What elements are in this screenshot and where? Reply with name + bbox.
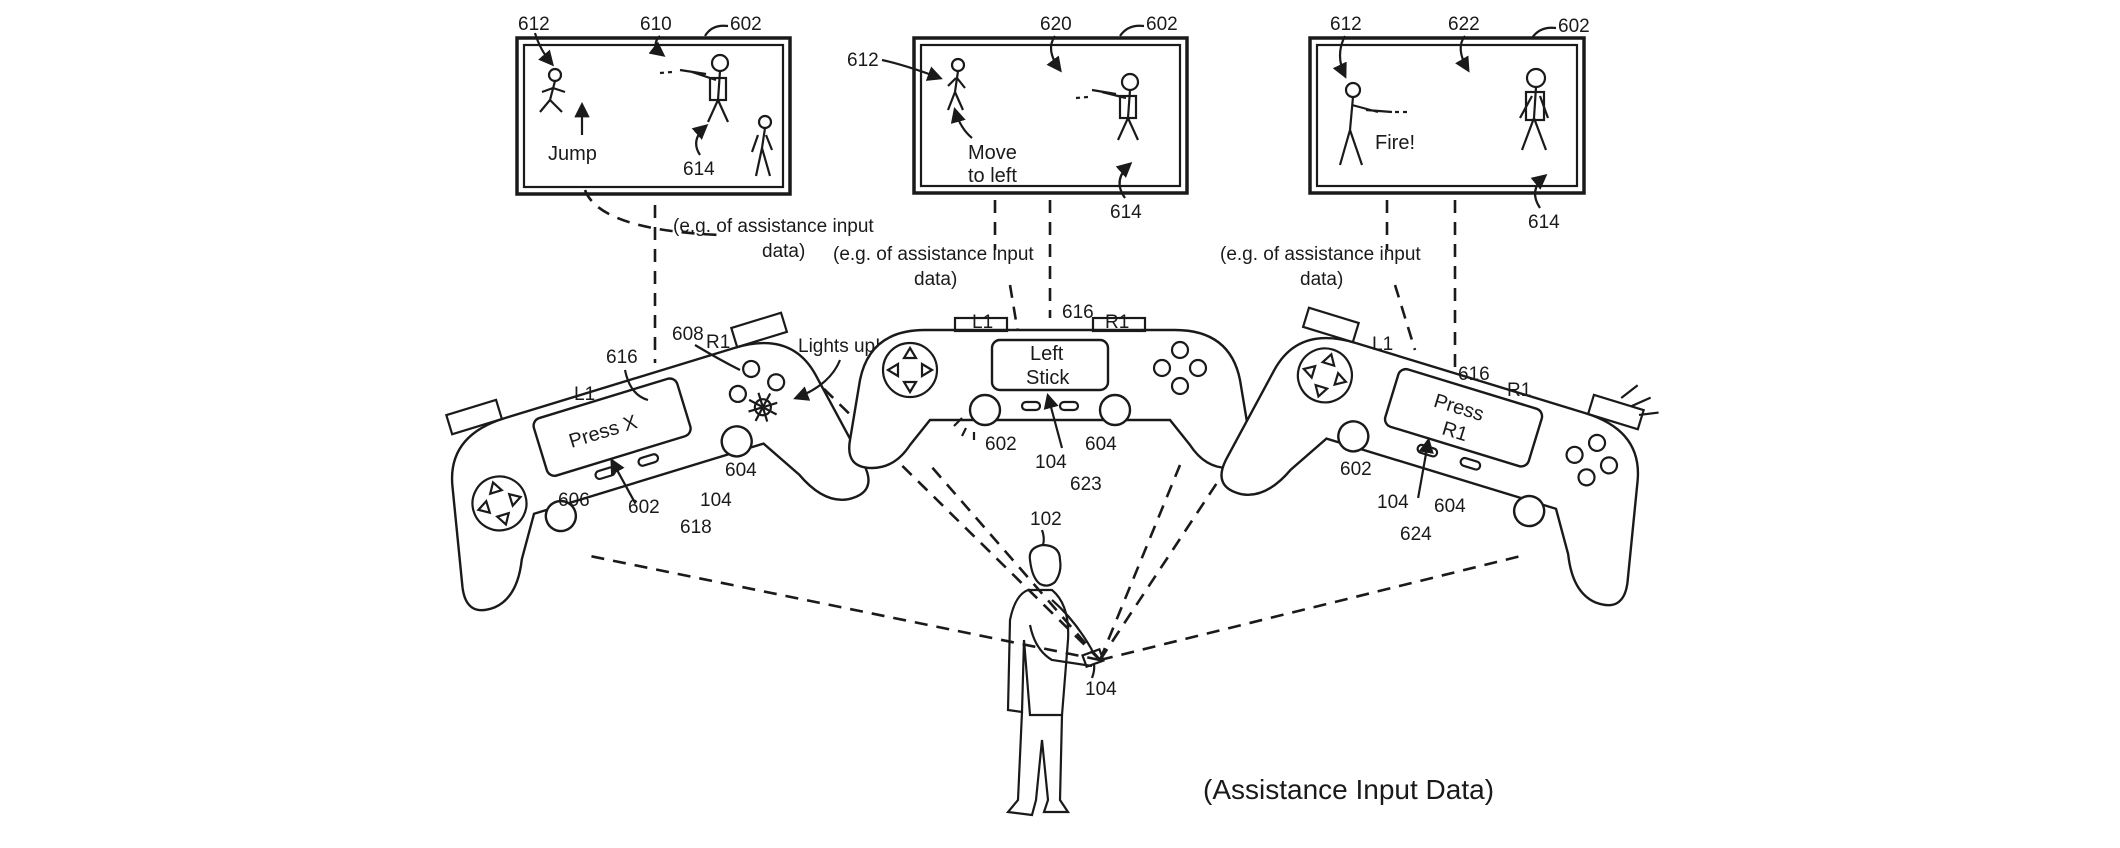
ref-avatar: 612 bbox=[518, 14, 550, 35]
face-buttons[interactable] bbox=[722, 353, 794, 430]
display-link-lines bbox=[583, 189, 1457, 380]
ref-arrow: 623 bbox=[1070, 474, 1102, 495]
face-buttons[interactable] bbox=[1559, 428, 1624, 493]
ref-arrow: 618 bbox=[680, 517, 712, 538]
left-stick[interactable] bbox=[968, 393, 1002, 427]
avatar-figure bbox=[539, 67, 566, 113]
ref-right-stick: 604 bbox=[1434, 496, 1466, 517]
right-stick[interactable] bbox=[1098, 393, 1132, 427]
ref-l1: L1 bbox=[1372, 334, 1393, 355]
ref-scene: 620 bbox=[1040, 14, 1072, 35]
note-line-1: (e.g. of assistance input bbox=[673, 216, 874, 237]
ref-controller: 104 bbox=[1377, 492, 1409, 513]
ref-left-stick: 602 bbox=[985, 434, 1017, 455]
user-figure bbox=[1005, 543, 1105, 817]
controller-3: Press R1 bbox=[1220, 306, 1659, 607]
callout-lights-up: Lights up! bbox=[798, 336, 880, 357]
ref-display: 602 bbox=[1146, 14, 1178, 35]
ref-screen: 616 bbox=[1458, 364, 1490, 385]
avatar-figure bbox=[946, 57, 966, 111]
ref-l1: L1 bbox=[574, 384, 595, 405]
ref-display: 602 bbox=[1558, 16, 1590, 37]
ref-scene: 610 bbox=[640, 14, 672, 35]
ref-dpad: 606 bbox=[558, 490, 590, 511]
ref-r1: R1 bbox=[1105, 312, 1129, 333]
ref-right-stick: 604 bbox=[1085, 434, 1117, 455]
enemy-figure bbox=[1519, 67, 1550, 151]
ref-screen: 616 bbox=[1062, 302, 1094, 323]
ref-enemy: 614 bbox=[1528, 212, 1560, 233]
ref-arrow: 624 bbox=[1400, 524, 1432, 545]
avatar-figure bbox=[1338, 81, 1393, 166]
display-3: Fire! bbox=[1308, 36, 1586, 195]
controller-1: Press X bbox=[444, 311, 870, 612]
screen-hint: Fire! bbox=[1375, 132, 1415, 154]
enemy-figure bbox=[1091, 72, 1140, 141]
ref-screen: 616 bbox=[606, 347, 638, 368]
controller-screen bbox=[990, 338, 1110, 392]
left-stick[interactable] bbox=[1335, 418, 1372, 455]
controller-2: Left Stick bbox=[848, 316, 1252, 470]
ref-r1: R1 bbox=[1507, 380, 1531, 401]
ref-left-stick: 602 bbox=[1340, 459, 1372, 480]
ref-enemy: 614 bbox=[683, 159, 715, 180]
enemy-figure bbox=[679, 53, 730, 123]
ref-display: 602 bbox=[730, 14, 762, 35]
screen-hint-line-1: Move bbox=[968, 142, 1017, 164]
ref-avatar: 612 bbox=[847, 50, 879, 71]
dpad[interactable] bbox=[466, 470, 533, 537]
note-line-2: data) bbox=[762, 241, 805, 262]
ref-user: 102 bbox=[1030, 509, 1062, 530]
ref-left-stick: 602 bbox=[628, 497, 660, 518]
face-buttons[interactable] bbox=[1152, 340, 1208, 396]
right-stick[interactable] bbox=[718, 423, 755, 460]
note-line-1: (e.g. of assistance input bbox=[833, 244, 1034, 265]
ref-scene: 622 bbox=[1448, 14, 1480, 35]
controller-screen-text-1: Left bbox=[1030, 343, 1064, 365]
display-1: Jump bbox=[515, 36, 792, 196]
note-line-2: data) bbox=[1300, 269, 1343, 290]
ref-right-stick: 604 bbox=[725, 460, 757, 481]
screen-hint: Jump bbox=[548, 143, 597, 165]
ref-user-controller: 104 bbox=[1085, 679, 1117, 700]
ref-button: 608 bbox=[672, 324, 704, 345]
ref-avatar: 612 bbox=[1330, 14, 1362, 35]
ref-controller: 104 bbox=[1035, 452, 1067, 473]
ref-controller: 104 bbox=[700, 490, 732, 511]
right-stick[interactable] bbox=[1510, 492, 1547, 529]
controller-screen-text-2: Stick bbox=[1026, 367, 1070, 389]
ref-enemy: 614 bbox=[1110, 202, 1142, 223]
dpad[interactable] bbox=[1291, 342, 1358, 409]
bystander-figure bbox=[750, 114, 774, 177]
note-line-1: (e.g. of assistance input bbox=[1220, 244, 1421, 265]
display-2: Move to left bbox=[912, 36, 1189, 195]
ref-l1: L1 bbox=[972, 312, 993, 333]
controller-screen bbox=[532, 377, 692, 477]
screen-hint-line-2: to left bbox=[968, 165, 1017, 187]
dpad[interactable] bbox=[881, 341, 939, 399]
figure-caption: (Assistance Input Data) bbox=[1203, 774, 1494, 805]
controller-screen bbox=[1383, 367, 1544, 468]
ref-r1: R1 bbox=[706, 332, 730, 353]
note-line-2: data) bbox=[914, 269, 957, 290]
left-stick[interactable] bbox=[542, 497, 579, 534]
